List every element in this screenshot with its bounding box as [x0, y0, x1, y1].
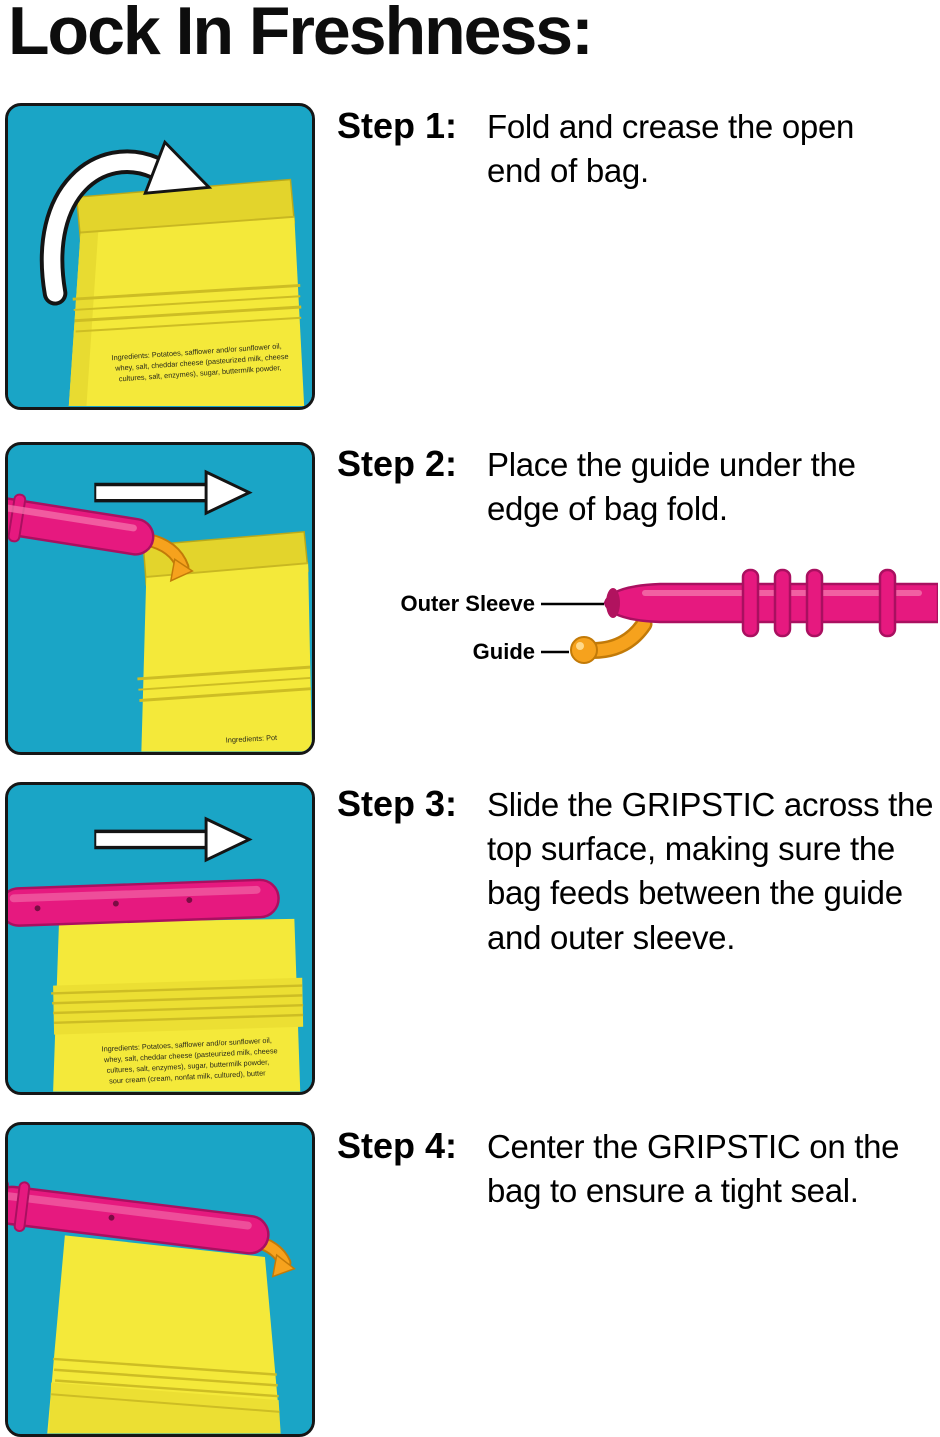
step1-illustration-canvas: Ingredients: Potatoes, safflower and/or …	[8, 106, 312, 407]
gripstic-sealer	[8, 1178, 270, 1255]
bag-crease	[72, 283, 301, 301]
bag-top-edge	[80, 215, 295, 234]
bag-crease	[138, 676, 311, 691]
guide-part	[570, 615, 653, 664]
step4-illustration	[5, 1122, 315, 1437]
step1-label: Step 1:	[337, 105, 458, 146]
slide-arrow-icon	[94, 469, 253, 516]
sleeve-guide-diagram-canvas: Outer Sleeve Guide	[400, 568, 940, 664]
step3-text: Slide the GRIPSTIC across the top surfac…	[487, 786, 934, 956]
bag-crease	[137, 665, 311, 681]
sealer-hole	[112, 900, 119, 907]
sleeve-ring	[773, 568, 792, 638]
sealer-highlight	[8, 1192, 252, 1230]
bag-crease	[53, 1357, 277, 1376]
sleeve-ring	[741, 568, 760, 638]
guide-ball	[570, 636, 598, 664]
step1-illustration: Ingredients: Potatoes, safflower and/or …	[5, 103, 315, 410]
bag-bottom-fold	[49, 1382, 281, 1434]
bag-crease	[53, 1003, 304, 1015]
gripstic-sealer	[8, 492, 155, 556]
chip-bag	[47, 1235, 281, 1434]
bag-crease	[54, 1368, 278, 1387]
guide-label: Guide	[473, 639, 535, 664]
step3-illustration-canvas: Ingredients: Potatoes, safflower and/or …	[8, 785, 312, 1092]
bag-crease	[51, 1393, 280, 1413]
sleeve-ring	[878, 568, 897, 638]
step4-illustration-canvas	[8, 1125, 312, 1434]
gripstic-sealer	[8, 878, 280, 927]
slide-arrow-icon	[94, 816, 253, 863]
sealer-hole	[108, 1214, 115, 1221]
sealer-highlight	[9, 885, 261, 903]
bag-crease	[75, 316, 302, 333]
sealer-ridge	[8, 493, 27, 543]
page-title: Lock In Freshness:	[8, 0, 594, 69]
bag-body	[68, 216, 305, 407]
bag-ingredients-text: Ingredients: Pot	[225, 733, 277, 745]
bag-crease	[73, 295, 301, 311]
step2-illustration-canvas: Ingredients: Pot	[8, 445, 312, 752]
step2-text: Place the guide under the edge of bag fo…	[487, 446, 856, 528]
ingredients-line: Ingredients: Pot	[225, 733, 277, 745]
sealer-hole	[186, 897, 193, 903]
bag-crease	[54, 1013, 304, 1025]
bag-crease	[51, 984, 303, 995]
bag-crease	[54, 1379, 279, 1398]
step2-illustration: Ingredients: Pot	[5, 442, 315, 755]
sealer-highlight	[8, 499, 137, 532]
bag-body	[141, 563, 312, 752]
curved-fold-arrow-icon	[39, 139, 213, 306]
guide-ball-highlight	[576, 642, 584, 650]
step2-label: Step 2:	[337, 443, 458, 484]
bag-crease	[139, 687, 312, 702]
step1-text: Fold and crease the open end of bag.	[487, 108, 855, 190]
sleeve-ring	[805, 568, 824, 638]
sleeve-opening	[606, 588, 620, 618]
sealer-hole	[34, 905, 41, 912]
step3-label: Step 3:	[337, 783, 458, 824]
outer-sleeve-label: Outer Sleeve	[400, 591, 535, 616]
step3-illustration: Ingredients: Potatoes, safflower and/or …	[5, 782, 315, 1095]
chip-bag: Ingredients: Potatoes, safflower and/or …	[51, 918, 304, 1092]
bag-crease	[52, 994, 303, 1005]
sealer-ridge	[13, 1181, 31, 1233]
bag-crease	[74, 305, 302, 323]
outer-sleeve-part	[603, 568, 940, 638]
step4-text: Center the GRIPSTIC on the bag to ensure…	[487, 1128, 900, 1210]
chip-bag: Ingredients: Pot	[137, 531, 312, 752]
step4-label: Step 4:	[337, 1125, 458, 1166]
sleeve-guide-diagram: Outer Sleeve Guide	[398, 560, 940, 700]
chip-bag: Ingredients: Potatoes, safflower and/or …	[68, 178, 305, 407]
